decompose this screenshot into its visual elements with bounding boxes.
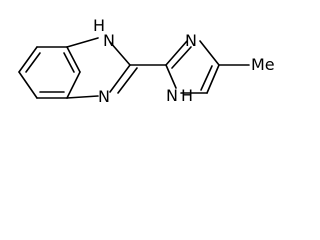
bond [25, 52, 41, 73]
benzimidazole-imidazole-ring [66, 37, 138, 99]
methylimidazole-ring [165, 40, 220, 94]
imidazole-nitrogen-label: N [185, 31, 197, 50]
bond [199, 40, 220, 66]
imidazole-nh-hydrogen-label: H [181, 86, 193, 105]
methyl-label: Me [251, 55, 275, 74]
benzimidazole-nh-hydrogen-label: H [93, 16, 105, 35]
bond [165, 40, 188, 66]
bond [109, 64, 131, 93]
benzene-ring [18, 46, 81, 99]
bond [171, 46, 192, 69]
benzimidazole-nh-nitrogen-label: N [103, 31, 115, 50]
imidazole-nh-nitrogen-label: N [166, 86, 178, 105]
bond [63, 52, 75, 73]
bond [66, 95, 99, 99]
bond [18, 46, 38, 73]
bond [66, 46, 81, 73]
benzimidazole-nitrogen-label: N [98, 87, 110, 106]
chemical-structure-diagram: H N N N N H Me [18, 16, 275, 106]
bond [206, 64, 220, 94]
bond [109, 41, 131, 66]
bond [200, 65, 213, 91]
bond [66, 71, 81, 99]
bond [18, 71, 38, 99]
bond [117, 67, 138, 94]
bond [66, 37, 99, 48]
bond [165, 64, 177, 89]
